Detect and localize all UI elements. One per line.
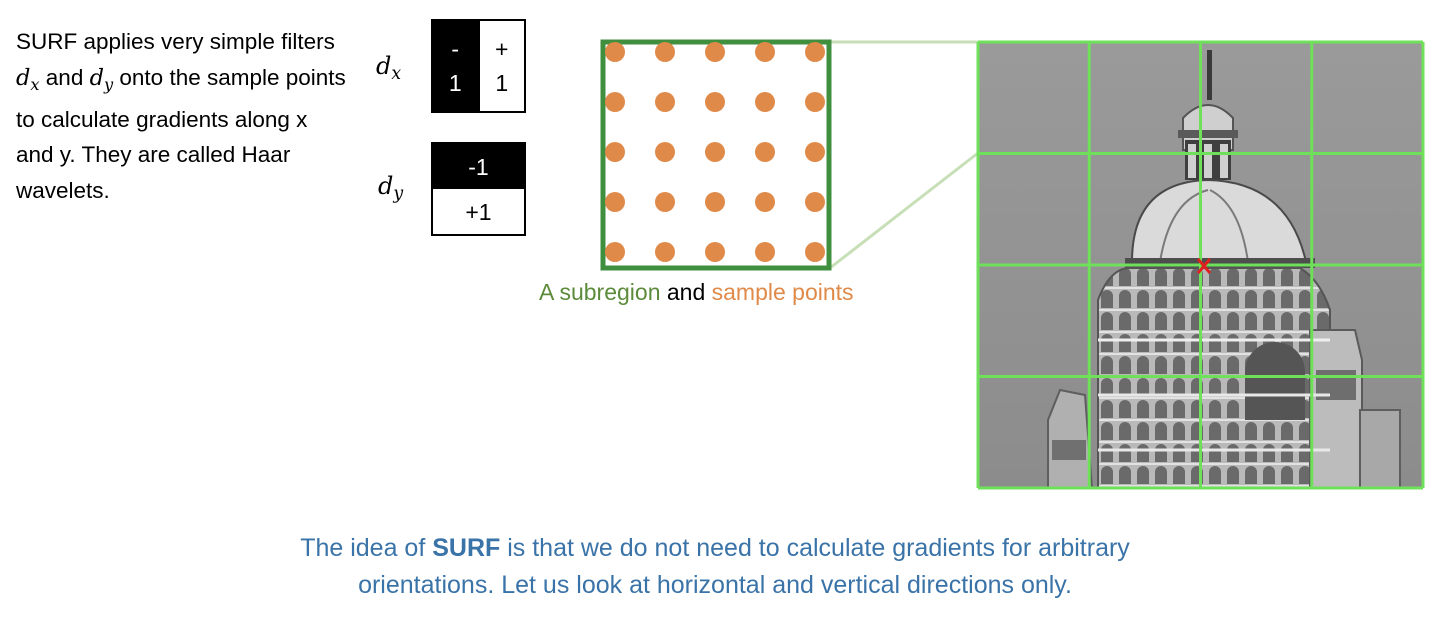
sample-point — [605, 42, 625, 62]
sample-point — [755, 42, 775, 62]
dy-kernel-negative-cell: -1 — [433, 144, 524, 189]
bottom-explanation: The idea of SURF is that we do not need … — [160, 530, 1270, 604]
sample-points — [605, 42, 825, 262]
image-grid — [976, 40, 1425, 490]
intro-part2: and — [39, 64, 90, 90]
sample-point — [705, 42, 725, 62]
sample-point — [805, 242, 825, 262]
sample-point — [705, 242, 725, 262]
sample-point — [805, 192, 825, 212]
sample-point — [655, 192, 675, 212]
sample-point — [755, 92, 775, 112]
dx-kernel-positive-cell: + 1 — [479, 21, 524, 111]
caption-sample-points: sample points — [711, 279, 854, 305]
sample-point — [705, 192, 725, 212]
dy-inline-symbol: dy — [89, 64, 114, 94]
sample-point — [605, 92, 625, 112]
dx-label: dx — [376, 52, 402, 85]
sample-point — [805, 92, 825, 112]
dx-kernel: - 1 + 1 — [431, 19, 526, 113]
sample-point — [805, 142, 825, 162]
subregion-caption: A subregion and sample points — [539, 279, 854, 306]
bottom-post: is that we do not need to calculate grad… — [500, 534, 1130, 562]
dx-inline-symbol: dx — [16, 64, 40, 94]
sample-point — [805, 42, 825, 62]
intro-part1: SURF applies very simple filters — [16, 29, 335, 54]
sample-point — [605, 142, 625, 162]
sample-point — [605, 242, 625, 262]
intro-part3: onto the sample points to calculate grad… — [16, 64, 346, 203]
zoom-connector-lines — [829, 40, 979, 270]
bottom-pre: The idea of — [300, 534, 433, 562]
sample-point — [705, 142, 725, 162]
bottom-line2: orientations. Let us look at horizontal … — [358, 571, 1072, 599]
dy-kernel-positive-cell: +1 — [433, 189, 524, 234]
dy-kernel: -1 +1 — [431, 142, 526, 236]
sample-point — [655, 92, 675, 112]
sample-point — [755, 142, 775, 162]
sample-point — [705, 92, 725, 112]
caption-and: and — [660, 279, 712, 305]
bottom-bold-surf: SURF — [432, 534, 501, 562]
dy-label: dy — [378, 172, 404, 205]
caption-subregion: A subregion — [539, 279, 661, 305]
sample-point — [755, 242, 775, 262]
sample-point — [655, 42, 675, 62]
sample-point — [755, 192, 775, 212]
sample-point — [655, 142, 675, 162]
sample-point — [605, 192, 625, 212]
keypoint-marker — [1196, 258, 1212, 274]
sample-point — [655, 242, 675, 262]
dx-kernel-negative-cell: - 1 — [433, 21, 480, 111]
intro-text: SURF applies very simple filters dx and … — [16, 24, 346, 208]
